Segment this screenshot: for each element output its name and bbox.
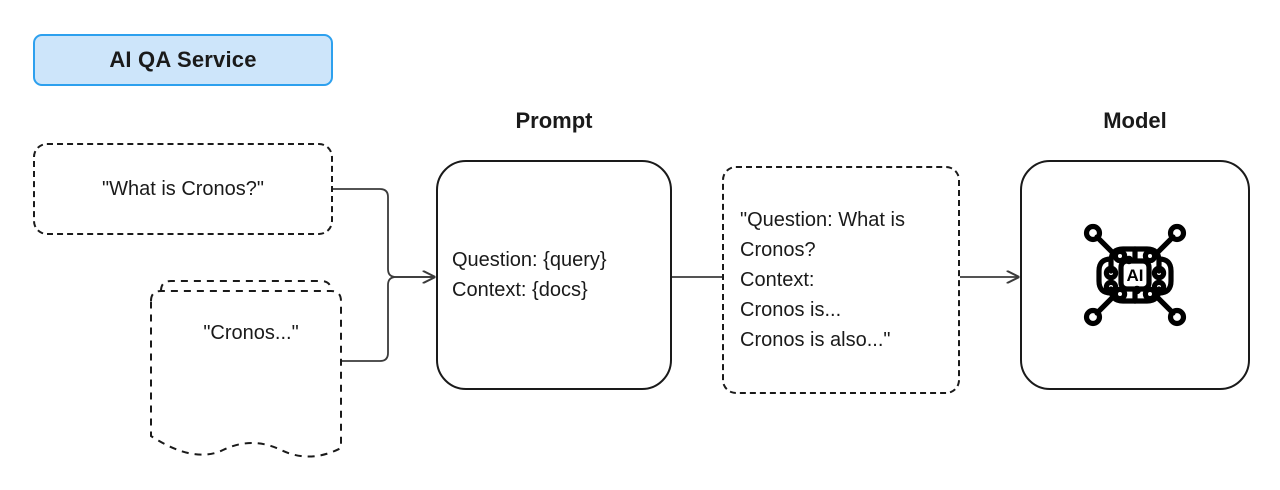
node-rendered-prompt[interactable]: "Question: What is Cronos? Context: Cron…	[722, 166, 960, 394]
ai-chip-icon: AI	[1083, 223, 1187, 327]
node-question-label: "What is Cronos?"	[101, 178, 265, 200]
heading-model: Model	[1103, 108, 1167, 133]
connector-question-to-prompt	[333, 188, 434, 277]
node-rendered-prompt-label: "Question: What is Cronos? Context: Cron…	[740, 209, 905, 351]
node-docs[interactable]: "Cronos..."	[150, 278, 342, 460]
node-prompt[interactable]: Question: {query} Context: {docs}	[436, 160, 672, 390]
service-badge-label: AI QA Service	[109, 47, 257, 72]
connector-docs-to-prompt	[342, 276, 434, 362]
ai-chip-label: AI	[1127, 266, 1144, 285]
node-question[interactable]: "What is Cronos?"	[33, 143, 333, 235]
node-docs-label: "Cronos..."	[203, 321, 299, 344]
heading-prompt: Prompt	[515, 108, 593, 133]
node-prompt-label: Question: {query} Context: {docs}	[452, 249, 607, 301]
service-badge[interactable]: AI QA Service	[33, 34, 333, 86]
node-model[interactable]: AI	[1020, 160, 1250, 390]
document-stack-icon	[150, 280, 342, 458]
